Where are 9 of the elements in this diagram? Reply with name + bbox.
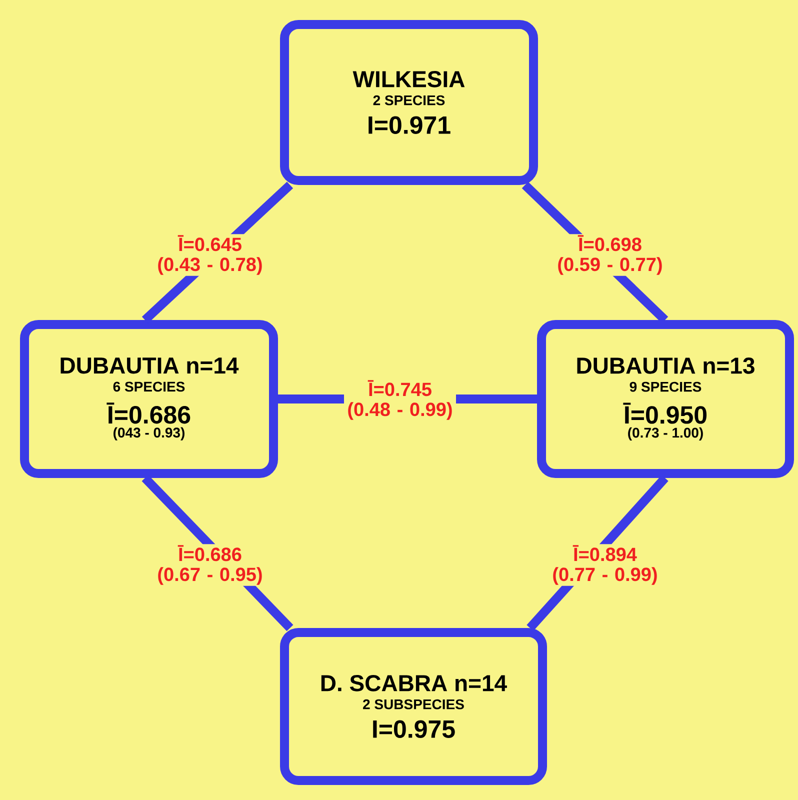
edge-label: Ī=0.745 (0.48 - 0.99) [344,379,456,421]
edge-label: Ī=0.894 (0.77 - 0.99) [549,544,661,586]
taxon-box: WILKESIA 2 SPECIES I=0.971 [280,20,538,185]
taxon-box: D. SCABRA n=14 2 SUBSPECIES I=0.975 [280,628,547,785]
edge-label: Ī=0.686 (0.67 - 0.95) [154,544,266,586]
taxon-box: DUBAUTIA n=13 9 SPECIES Ī=0.950 (0.73 - 1.00) [537,320,794,478]
edge-label: Ī=0.698 (0.59 - 0.77) [554,234,666,276]
edge-label: Ī=0.645 (0.43 - 0.78) [154,234,266,276]
taxon-box: DUBAUTIA n=14 6 SPECIES Ī=0.686 (043 - 0.93) [20,320,278,478]
